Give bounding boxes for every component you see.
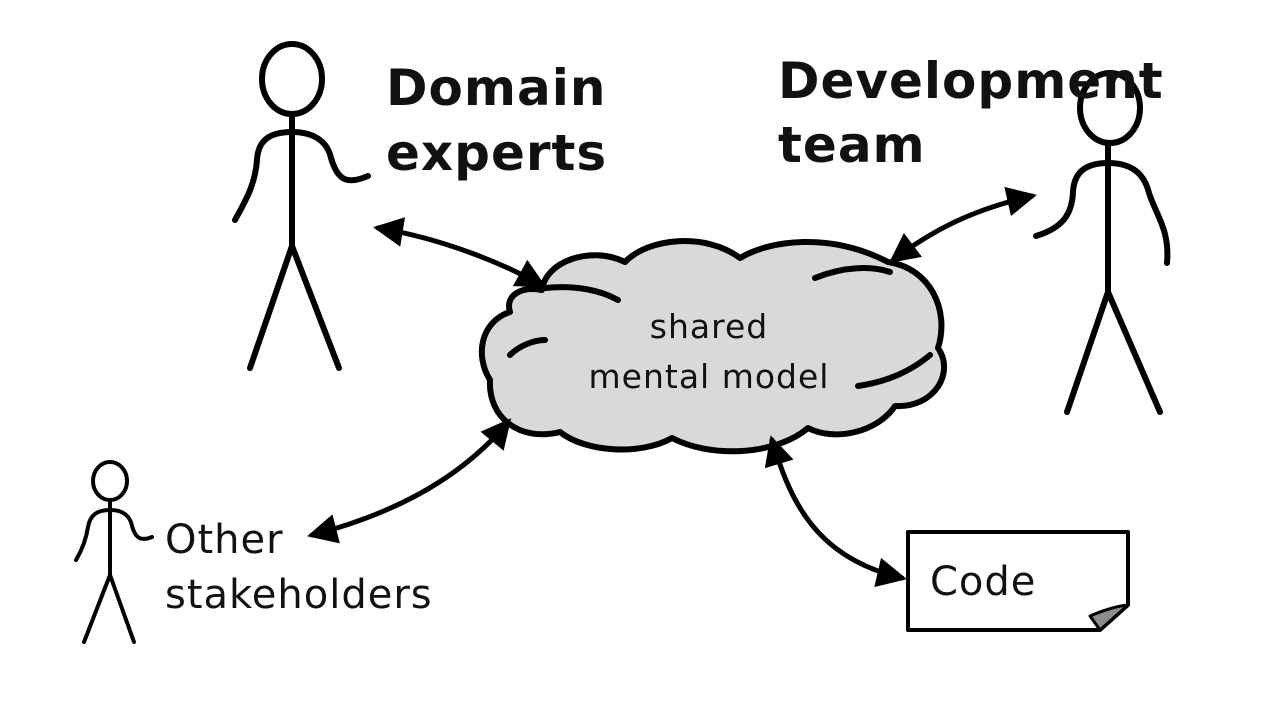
development-team-label-line1: Development bbox=[778, 52, 1164, 110]
code-document: Code bbox=[906, 530, 1130, 632]
development-team-left-leg bbox=[1064, 289, 1111, 415]
domain-expert-right-arm bbox=[289, 129, 371, 184]
domain-expert-head bbox=[259, 41, 325, 117]
shared-mental-model-cloud: shared mental model bbox=[478, 238, 947, 455]
arrow-domain-experts-to-model bbox=[373, 217, 547, 288]
domain-experts-label-line1: Domain bbox=[386, 59, 606, 117]
domain-expert-left-leg bbox=[247, 243, 295, 371]
cloud-shape bbox=[478, 238, 947, 455]
domain-expert-figure bbox=[232, 41, 371, 371]
arrow-stakeholders-to-model bbox=[307, 418, 512, 544]
arrow-model-to-code bbox=[764, 435, 907, 588]
cloud-inner-curl-bottom-left bbox=[507, 337, 548, 358]
development-team-label-line2: team bbox=[778, 116, 926, 174]
cloud-inner-curl-right bbox=[855, 352, 933, 389]
development-team-right-leg bbox=[1105, 289, 1163, 415]
cloud-label-line1: shared bbox=[650, 307, 768, 346]
development-team-right-arm bbox=[1105, 160, 1171, 266]
cloud-inner-curl-left bbox=[542, 284, 621, 303]
development-team-figure bbox=[1033, 70, 1171, 415]
domain-experts-label-line2: experts bbox=[386, 124, 607, 182]
arrow-development-team-to-model bbox=[889, 186, 1037, 264]
cloud-label-line2: mental model bbox=[589, 357, 830, 396]
other-stakeholders-right-arm bbox=[108, 508, 154, 541]
cloud-inner-curl-top-right bbox=[812, 265, 893, 281]
other-stakeholders-label-line1: Other bbox=[165, 517, 284, 563]
development-team-left-arm bbox=[1033, 160, 1111, 239]
other-stakeholders-figure bbox=[74, 460, 154, 644]
code-label: Code bbox=[930, 559, 1036, 605]
other-stakeholders-right-leg bbox=[108, 573, 136, 644]
other-stakeholders-label-line2: stakeholders bbox=[165, 572, 433, 618]
other-stakeholders-left-arm bbox=[74, 508, 112, 562]
other-stakeholders-head bbox=[91, 460, 129, 502]
domain-expert-left-arm bbox=[232, 129, 295, 223]
code-document-dogear bbox=[1088, 603, 1130, 632]
domain-expert-right-leg bbox=[289, 243, 342, 371]
other-stakeholders-left-leg bbox=[82, 573, 112, 644]
